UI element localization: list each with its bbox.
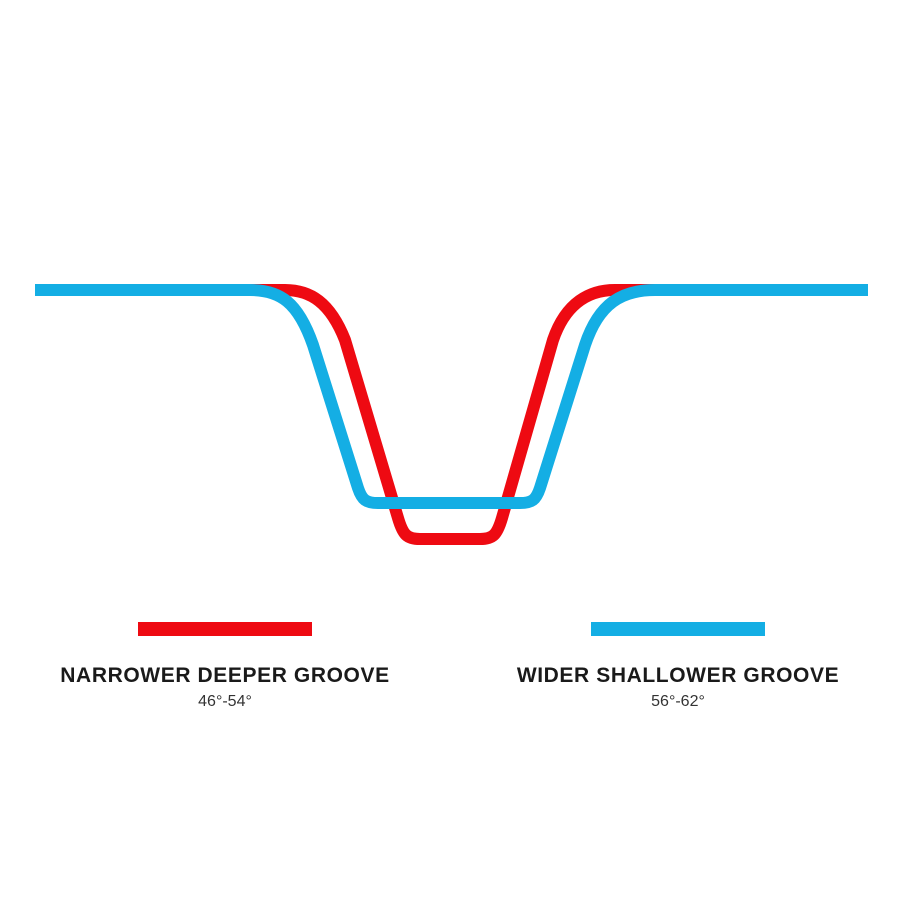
- narrow-groove-angle-range: 46°-54°: [198, 693, 252, 710]
- wide-groove-legend-title: WIDER SHALLOWER GROOVE: [516, 664, 840, 687]
- narrow-groove-profile: [240, 284, 660, 545]
- wide-groove-profile: [35, 284, 868, 509]
- wide-groove-angle-range: 56°-62°: [651, 693, 705, 710]
- narrow-groove-legend-title: NARROWER DEEPER GROOVE: [60, 664, 390, 687]
- narrow-groove-legend-swatch: [138, 622, 312, 636]
- wide-groove-legend-swatch: [591, 622, 765, 636]
